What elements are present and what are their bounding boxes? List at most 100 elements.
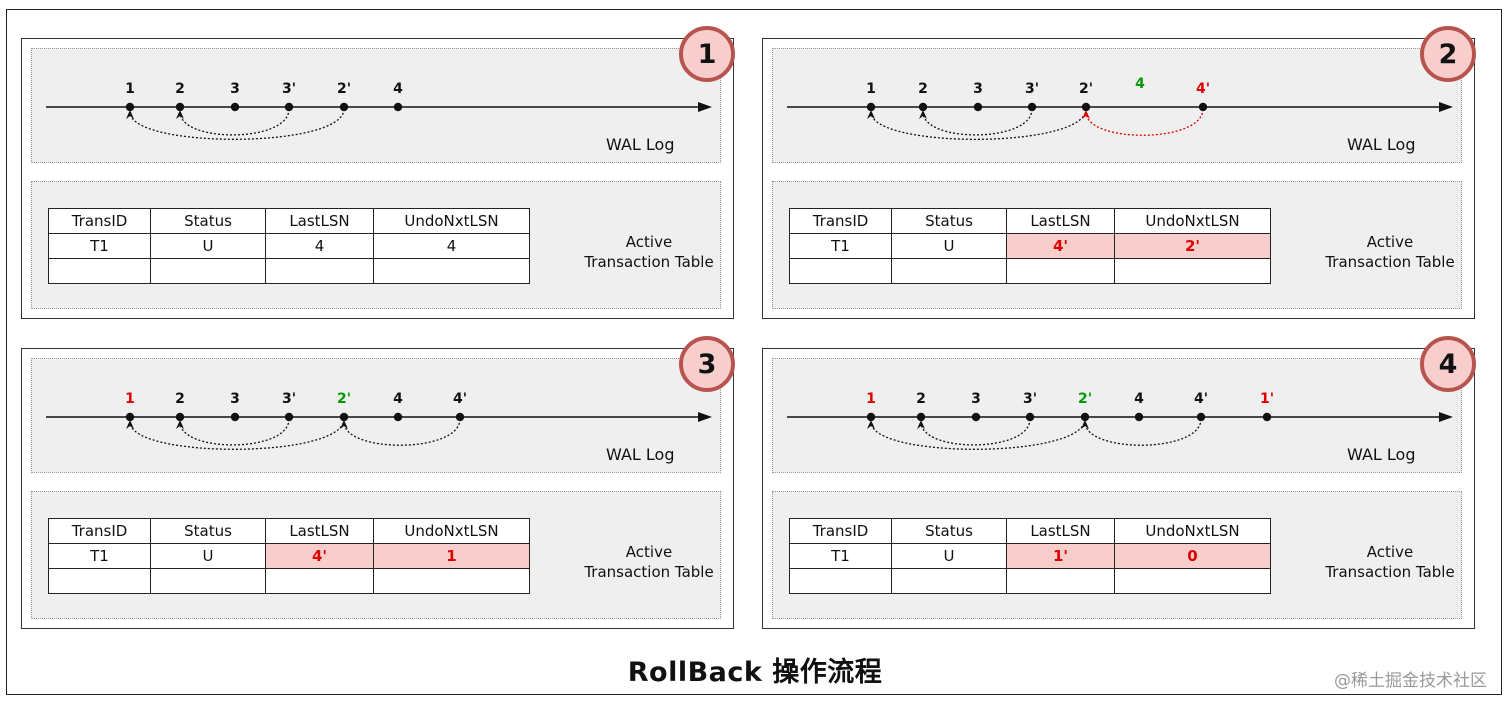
column-header-status: Status (150, 518, 266, 544)
wal-log-label: WAL Log (1347, 445, 1416, 464)
undo-link-4'-to-2' (1085, 108, 1204, 136)
lsn-label-3: 3 (973, 81, 983, 97)
lsn-label-3: 3 (230, 81, 240, 97)
table-label-line: Transaction Table (1325, 563, 1455, 581)
undo-link-4'-to-2' (1084, 418, 1202, 446)
lsn-point-1 (866, 412, 876, 422)
undo-link-4'-to-2' (343, 418, 461, 446)
undo-link-arrowhead (917, 420, 925, 429)
table-cell-status (891, 568, 1007, 594)
table-cell-status (150, 568, 266, 594)
table-cell-status: U (891, 233, 1007, 259)
lsn-point-3' (1027, 102, 1037, 112)
lsn-point-2' (1080, 412, 1090, 422)
table-cell-transid: T1 (789, 543, 892, 569)
lsn-point-2' (1081, 102, 1091, 112)
lsn-label-2: 2 (175, 391, 185, 407)
table-cell-undonxtlsn: 0 (1114, 543, 1271, 569)
lsn-point-3' (1025, 412, 1035, 422)
undo-link-2'-to-1 (870, 418, 1086, 450)
lsn-point-2 (918, 102, 928, 112)
lsn-label-2': 2' (337, 391, 351, 407)
column-header-lastlsn: LastLSN (1006, 518, 1115, 544)
table-cell-lastlsn (1006, 568, 1115, 594)
column-header-transid: TransID (48, 208, 151, 234)
table-row (48, 258, 530, 284)
lsn-label-3': 3' (1023, 391, 1037, 407)
table-cell-status: U (891, 543, 1007, 569)
lsn-point-3 (973, 102, 983, 112)
lsn-label-4': 4' (1196, 81, 1210, 97)
table-cell-lastlsn: 4' (265, 543, 374, 569)
table-cell-transid (48, 568, 151, 594)
table-cell-lastlsn (1006, 258, 1115, 284)
lsn-point-2 (175, 412, 185, 422)
table-cell-status: U (150, 233, 266, 259)
wal-log-label: WAL Log (606, 135, 675, 154)
lsn-label-1: 1 (866, 81, 876, 97)
table-cell-lastlsn: 4' (1006, 233, 1115, 259)
table-cell-status (150, 258, 266, 284)
lsn-label-3: 3 (230, 391, 240, 407)
lsn-point-3 (230, 412, 240, 422)
table-label-line: Active (1366, 233, 1414, 251)
lsn-point-1' (1262, 412, 1272, 422)
lsn-point-1 (866, 102, 876, 112)
column-header-status: Status (891, 208, 1007, 234)
table-cell-undonxtlsn (1114, 568, 1271, 594)
table-cell-lastlsn: 4 (265, 233, 374, 259)
table-cell-transid (789, 258, 892, 284)
table-cell-undonxtlsn: 4 (373, 233, 530, 259)
table-cell-transid: T1 (789, 233, 892, 259)
undo-link-arrowhead (919, 110, 927, 119)
lsn-label-2': 2' (1078, 391, 1092, 407)
undo-link-3'-to-2 (179, 418, 290, 446)
diagram-title: RollBack 操作流程 (627, 657, 883, 688)
column-header-undonxtlsn: UndoNxtLSN (1114, 208, 1271, 234)
lsn-point-3' (284, 412, 294, 422)
lsn-point-3 (230, 102, 240, 112)
undo-link-3'-to-2 (179, 108, 290, 136)
table-label-line: Active (625, 543, 673, 561)
lsn-point-3' (284, 102, 294, 112)
wal-axis-arrowhead (698, 412, 712, 422)
table-cell-transid: T1 (48, 543, 151, 569)
table-cell-lastlsn (265, 258, 374, 284)
table-cell-undonxtlsn (373, 258, 530, 284)
table-cell-transid: T1 (48, 233, 151, 259)
lsn-label-1: 1 (125, 81, 135, 97)
column-header-lastlsn: LastLSN (265, 518, 374, 544)
table-cell-lastlsn: 1' (1006, 543, 1115, 569)
column-header-lastlsn: LastLSN (265, 208, 374, 234)
lsn-label-4': 4' (1194, 391, 1208, 407)
undo-link-2'-to-1 (870, 108, 1087, 140)
table-label-line: Active (625, 233, 673, 251)
table-row (789, 258, 1271, 284)
lsn-point-2' (339, 102, 349, 112)
column-header-undonxtlsn: UndoNxtLSN (373, 208, 530, 234)
lsn-label-3: 3 (971, 391, 981, 407)
undo-link-arrowhead (176, 420, 184, 429)
column-header-status: Status (150, 208, 266, 234)
lsn-label-3': 3' (282, 391, 296, 407)
lsn-label-4: 4 (1135, 76, 1145, 92)
table-label-line: Transaction Table (584, 563, 714, 581)
lsn-point-2 (175, 102, 185, 112)
undo-link-arrowhead (176, 110, 184, 119)
lsn-label-2: 2 (916, 391, 926, 407)
lsn-label-4: 4 (1134, 391, 1144, 407)
lsn-label-2: 2 (175, 81, 185, 97)
